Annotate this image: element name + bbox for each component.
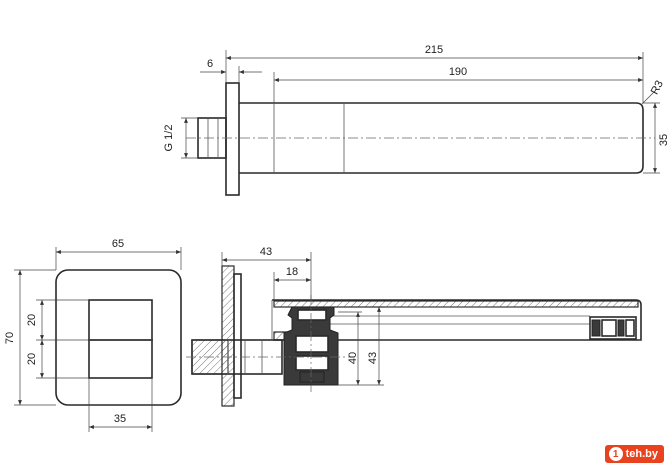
dim-70: 70 [4,332,16,344]
dim-65: 65 [112,238,124,250]
front-spout-upper [88,299,153,341]
front-plate [55,269,182,406]
section-aerator [589,316,637,340]
dim-thread: G 1/2 [163,125,175,152]
dim-18: 18 [286,266,298,278]
dim-height-35: 35 [658,134,670,146]
dim-43-vertical: 43 [367,352,379,364]
dim-43-horizontal: 43 [260,246,272,258]
top-view [181,50,660,196]
front-view [14,247,182,432]
section-view [186,252,642,407]
watermark-logo: 1 teh.by [604,445,664,463]
dim-190: 190 [449,66,467,78]
dim-20-upper: 20 [26,314,38,326]
dim-40-vertical: 40 [347,352,359,364]
watermark-badge: 1 [608,447,623,461]
dim-35-bottom: 35 [114,413,126,425]
dim-215: 215 [425,44,443,56]
dim-6: 6 [207,58,213,70]
dim-20-lower: 20 [26,353,38,365]
wall-flange [225,82,240,196]
section-flange [221,265,235,407]
front-spout-lower [88,339,153,379]
dim-radius: R3 [649,79,666,97]
section-spout [272,299,642,341]
watermark-text: teh.by [625,448,658,460]
